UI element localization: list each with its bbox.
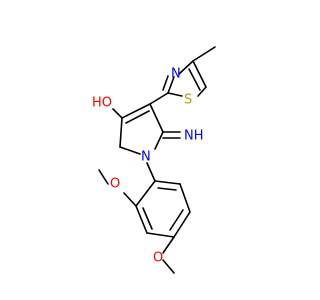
lower-methoxy-bond-o (162, 236, 175, 254)
aryl-ring-bond-3 (146, 232, 175, 238)
pyrrole-bond-c3-c2 (121, 103, 151, 119)
imine-label: NH (184, 129, 204, 144)
thiazole-bond-c4-c5 (192, 60, 207, 88)
aryl-ring-bond-5 (179, 183, 191, 213)
upper-methoxy-bond-o (123, 192, 137, 207)
chemical-structure-diagram: HO NH N N S O O (92, 46, 216, 274)
ring-nitrogen-label: N (141, 150, 151, 165)
pyrrole-bond-n-c5 (154, 131, 164, 150)
pyrrole-bond-c3-c4 (149, 92, 169, 105)
thiazole-bond-c4-n3 (178, 60, 194, 75)
pyrrole-bond-c3-c2-inner (125, 110, 150, 124)
hydroxyl-label: HO (92, 96, 112, 111)
aryl-ring-bond-4 (173, 211, 191, 238)
aryl-ring-bond-4-inner (169, 209, 184, 231)
methyl-bond (192, 46, 216, 62)
pyrrole-bond-c5-c4 (149, 103, 164, 133)
thiazole-bond-c2-n3 (167, 76, 175, 94)
thiazole-bond-c5-s1 (197, 86, 207, 97)
aryl-ring-bond-2 (135, 205, 148, 234)
pyrrole-bond-c2-c1 (119, 117, 123, 148)
aryl-ring-bond-2-inner (142, 207, 153, 230)
aryl-ring-bond-1 (135, 180, 156, 207)
thiazole-bond-c4-c5-inner (188, 68, 201, 91)
aryl-ring-bond-6-inner (157, 187, 177, 191)
aryl-ring-bond-6 (154, 180, 181, 185)
pyrrole-bond-c1-n (119, 146, 141, 155)
lower-methoxy-oxygen-label: O (153, 251, 163, 266)
thiazole-bond-s1-c2 (167, 92, 183, 97)
pyrrole-bond-c2-oh (112, 108, 123, 119)
atom-labels: HO NH N N S O O (92, 67, 204, 266)
thiazole-sulfur-label: S (184, 93, 192, 108)
thiazole-nitrogen-label: N (171, 67, 181, 82)
lower-methoxy-bond-methyl (162, 259, 175, 274)
upper-methoxy-bond-methyl (98, 169, 109, 185)
upper-methoxy-oxygen-label: O (110, 177, 120, 192)
aryl-bond-n-c1 (146, 162, 156, 182)
bond-lines (98, 46, 216, 274)
thiazole-bond-c2-n3-inner (162, 75, 169, 91)
